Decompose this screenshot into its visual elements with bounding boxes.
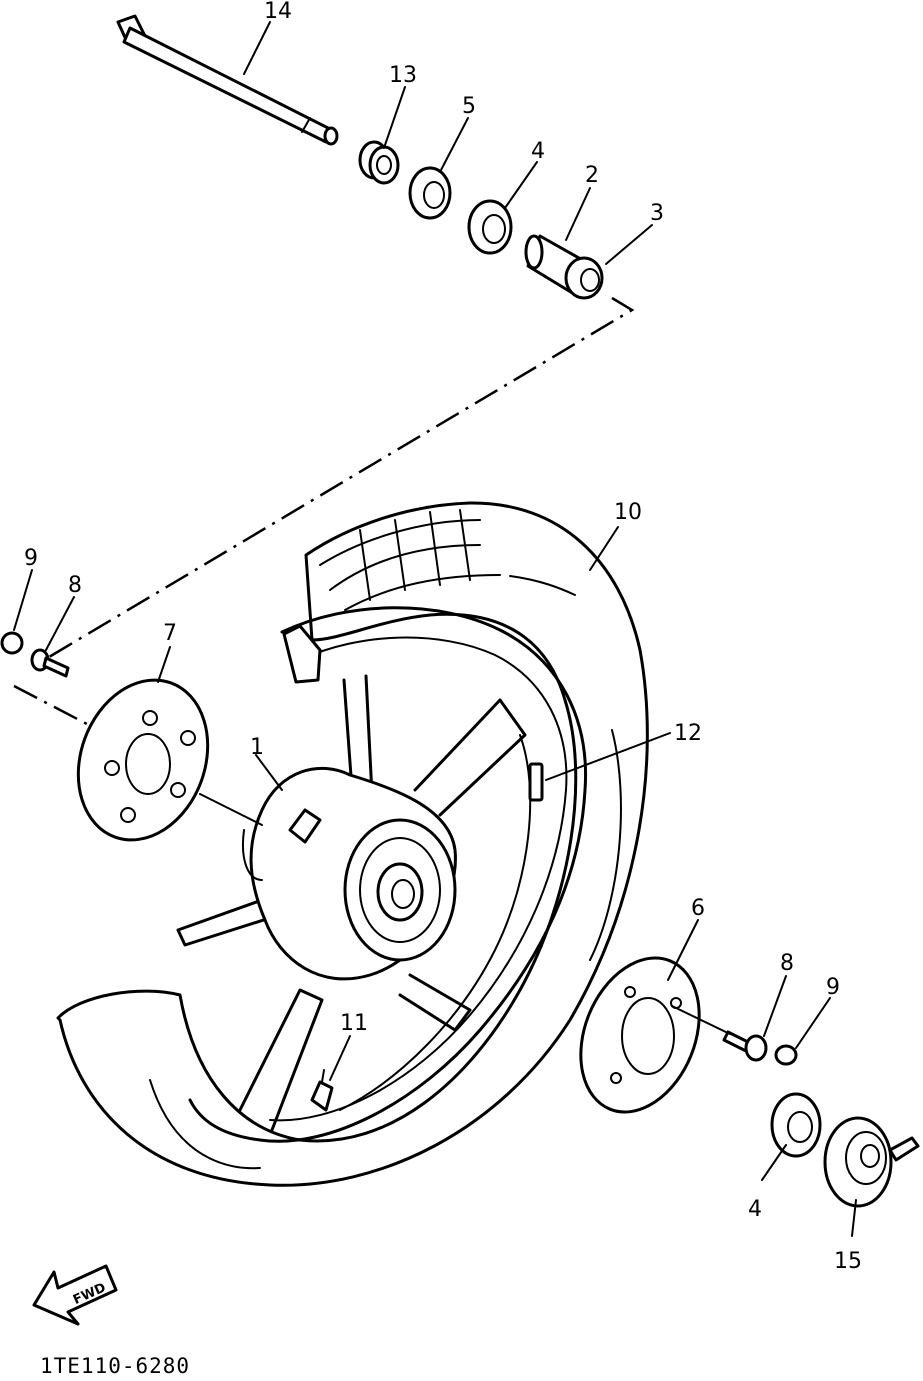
valve (310, 1069, 334, 1112)
part-label-4: 4 (531, 139, 545, 164)
part-label-3: 3 (650, 201, 664, 226)
nut-left (0, 631, 24, 655)
part-label-9-right: 9 (826, 975, 840, 1000)
bearing-upper (408, 166, 452, 220)
bearing-4-lower (770, 1092, 822, 1158)
part-label-10: 10 (614, 500, 642, 525)
tire (56, 501, 649, 1187)
part-label-7: 7 (163, 621, 177, 646)
collar (358, 140, 400, 185)
forward-arrow-icon: FWD (32, 1264, 118, 1326)
brake-disc-right (579, 956, 701, 1114)
part-label-12: 12 (674, 721, 702, 746)
part-label-11: 11 (340, 1011, 368, 1036)
bolt-right (722, 1030, 768, 1062)
rim (188, 606, 588, 1143)
hub (242, 766, 457, 981)
gear-unit (823, 1116, 920, 1208)
brake-disc-left (76, 678, 210, 842)
bolt-left (30, 648, 70, 678)
nut-right (774, 1044, 798, 1066)
spacer (524, 234, 604, 300)
bearing-4-upper (467, 199, 513, 255)
balance-weight (528, 762, 544, 802)
assembly-axis-line (43, 296, 635, 662)
part-label-5: 5 (462, 94, 476, 119)
part-label-4-lower: 4 (748, 1197, 762, 1222)
spokes (176, 674, 527, 1132)
part-label-6: 6 (691, 896, 705, 921)
part-label-15: 15 (834, 1249, 862, 1274)
part-label-1: 1 (250, 735, 264, 760)
part-label-8-right: 8 (780, 951, 794, 976)
part-label-9-left: 9 (24, 546, 38, 571)
axle (116, 14, 339, 146)
part-label-8-left: 8 (68, 573, 82, 598)
leader-lines (13, 21, 857, 1237)
part-label-14: 14 (264, 0, 292, 24)
part-label-2: 2 (585, 163, 599, 188)
drawing-code: 1TE110-6280 (40, 1354, 190, 1378)
part-label-13: 13 (389, 63, 417, 88)
